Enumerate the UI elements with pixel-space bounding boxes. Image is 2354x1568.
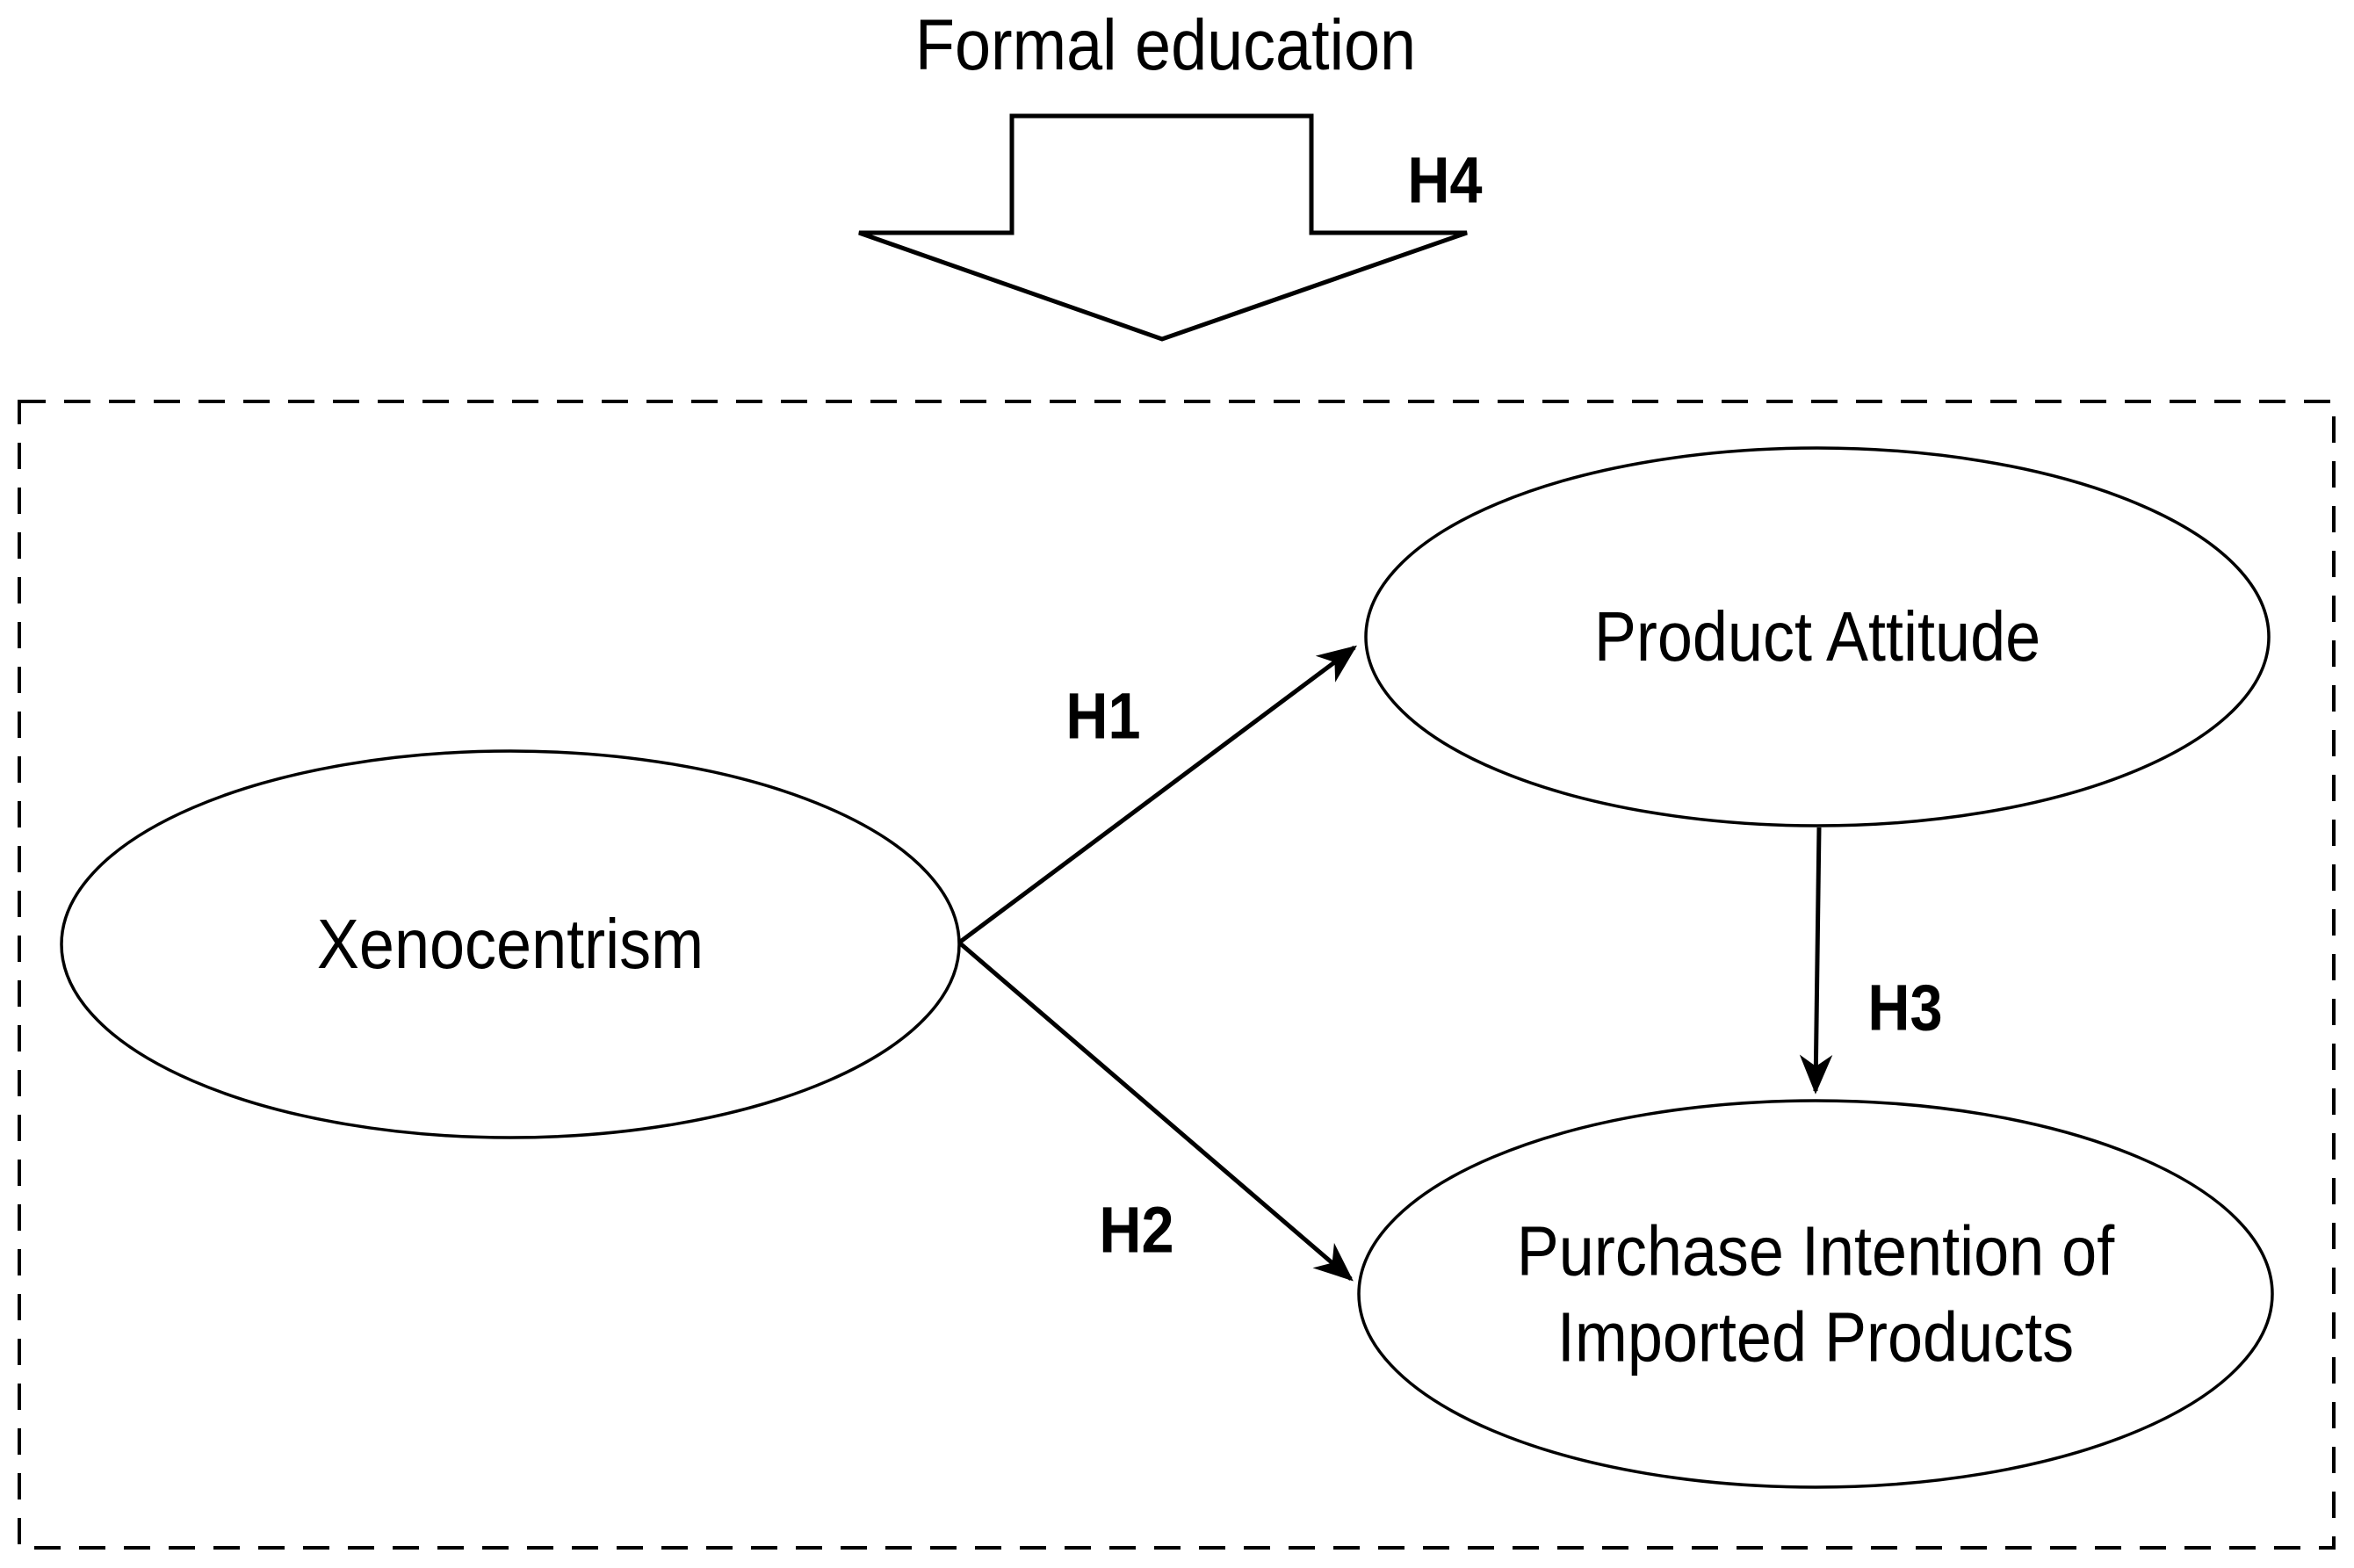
h1-arrow: [957, 645, 1358, 945]
model-boundary-dashed-box: [18, 400, 2336, 1550]
h4-label: H4: [1407, 143, 1483, 217]
h2-label: H2: [1099, 1193, 1174, 1267]
purchase-intention-ellipse: [1357, 1099, 2274, 1489]
formal-education-block-arrow-icon: [858, 113, 1468, 342]
purchase-intention-label: Purchase Intention of Imported Products: [1517, 1208, 2114, 1379]
h3-arrow: [1799, 827, 1833, 1095]
formal-education-label: Formal education: [914, 5, 1417, 85]
product-attitude-label: Product Attitude: [1593, 597, 2041, 676]
purchase-intention-label-line1: Purchase Intention of: [1516, 1211, 2115, 1290]
h3-label: H3: [1867, 971, 1943, 1044]
h2-arrow: [957, 941, 1354, 1282]
h1-label: H1: [1065, 679, 1141, 753]
product-attitude-ellipse: [1364, 446, 2271, 827]
purchase-intention-label-line2: Imported Products: [1556, 1297, 2075, 1376]
xenocentrism-label: Xenocentrism: [316, 905, 704, 984]
